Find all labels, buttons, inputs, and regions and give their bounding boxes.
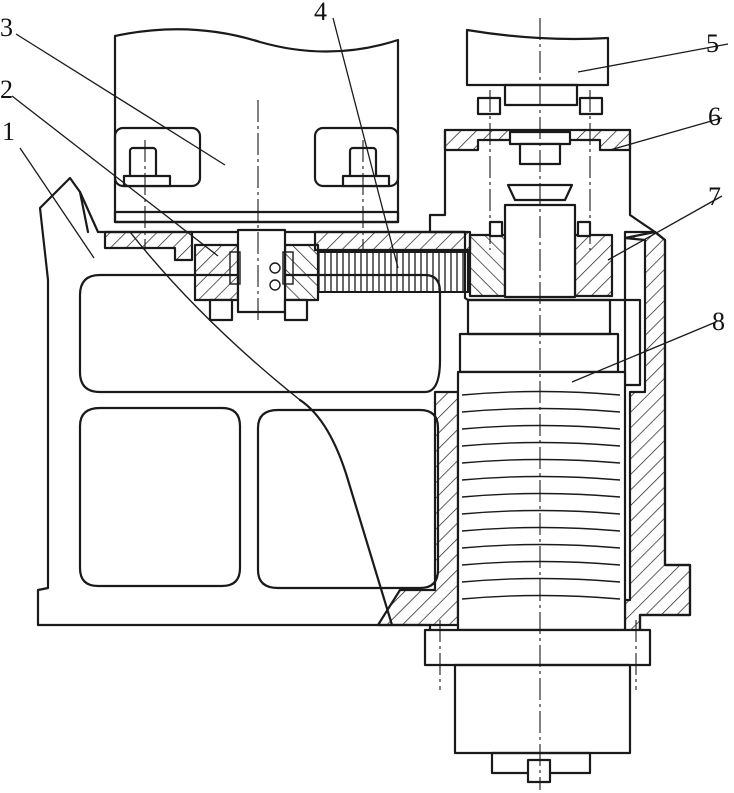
spindle-housing xyxy=(423,298,652,784)
centerlines xyxy=(144,18,637,790)
rack xyxy=(317,251,469,293)
label-4: 4 xyxy=(314,0,327,26)
motor xyxy=(113,28,400,224)
label-2: 2 xyxy=(0,75,13,104)
label-3: 3 xyxy=(0,13,13,42)
top-unit xyxy=(428,28,657,299)
label-8: 8 xyxy=(712,307,725,336)
callouts: 1 2 3 4 5 6 7 8 xyxy=(0,0,729,383)
label-1: 1 xyxy=(2,117,15,146)
label-6: 6 xyxy=(708,102,721,131)
label-5: 5 xyxy=(706,29,719,58)
pinion-gear xyxy=(193,228,320,322)
label-7: 7 xyxy=(708,182,721,211)
